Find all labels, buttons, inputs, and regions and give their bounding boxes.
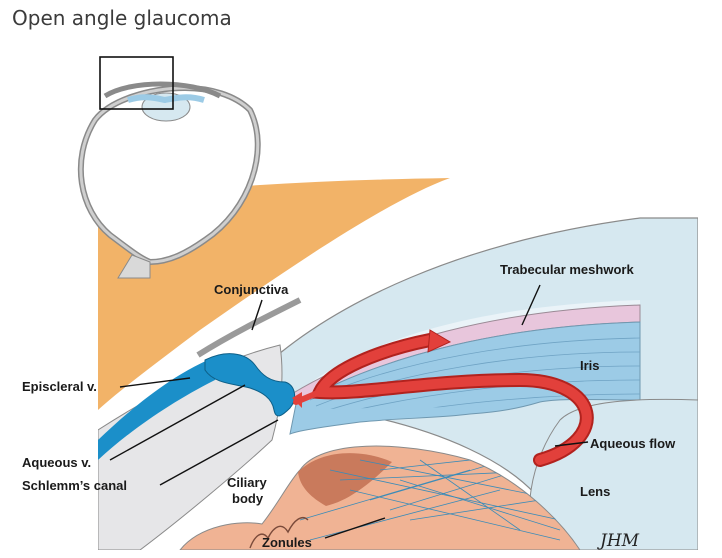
label-iris: Iris <box>580 358 600 373</box>
artist-signature: JHM <box>597 531 640 551</box>
label-aqueous-flow: Aqueous flow <box>590 436 676 451</box>
ciliary-body <box>179 445 581 550</box>
label-trabecular-meshwork: Trabecular meshwork <box>500 262 634 277</box>
leader-lines <box>109 284 589 539</box>
episcleral-vein <box>98 355 225 460</box>
label-aqueous-v: Aqueous v. <box>22 455 91 470</box>
label-lens: Lens <box>580 484 610 499</box>
label-zonules: Zonules <box>262 535 312 550</box>
label-episcleral-v: Episcleral v. <box>22 379 97 394</box>
label-body: body <box>232 491 264 506</box>
eye-overview <box>77 81 261 279</box>
page-title: Open angle glaucoma <box>12 6 232 30</box>
schlemms-canal <box>204 353 296 417</box>
label-conjunctiva: Conjunctiva <box>214 282 289 297</box>
conjunctiva-layer <box>196 297 302 358</box>
label-schlemms-canal: Schlemm’s canal <box>22 478 127 493</box>
ciliary-fringe <box>249 516 309 549</box>
inset-highlight-box <box>99 56 174 110</box>
label-ciliary: Ciliary <box>227 475 268 490</box>
aqueous-flow-arrow <box>292 329 594 467</box>
